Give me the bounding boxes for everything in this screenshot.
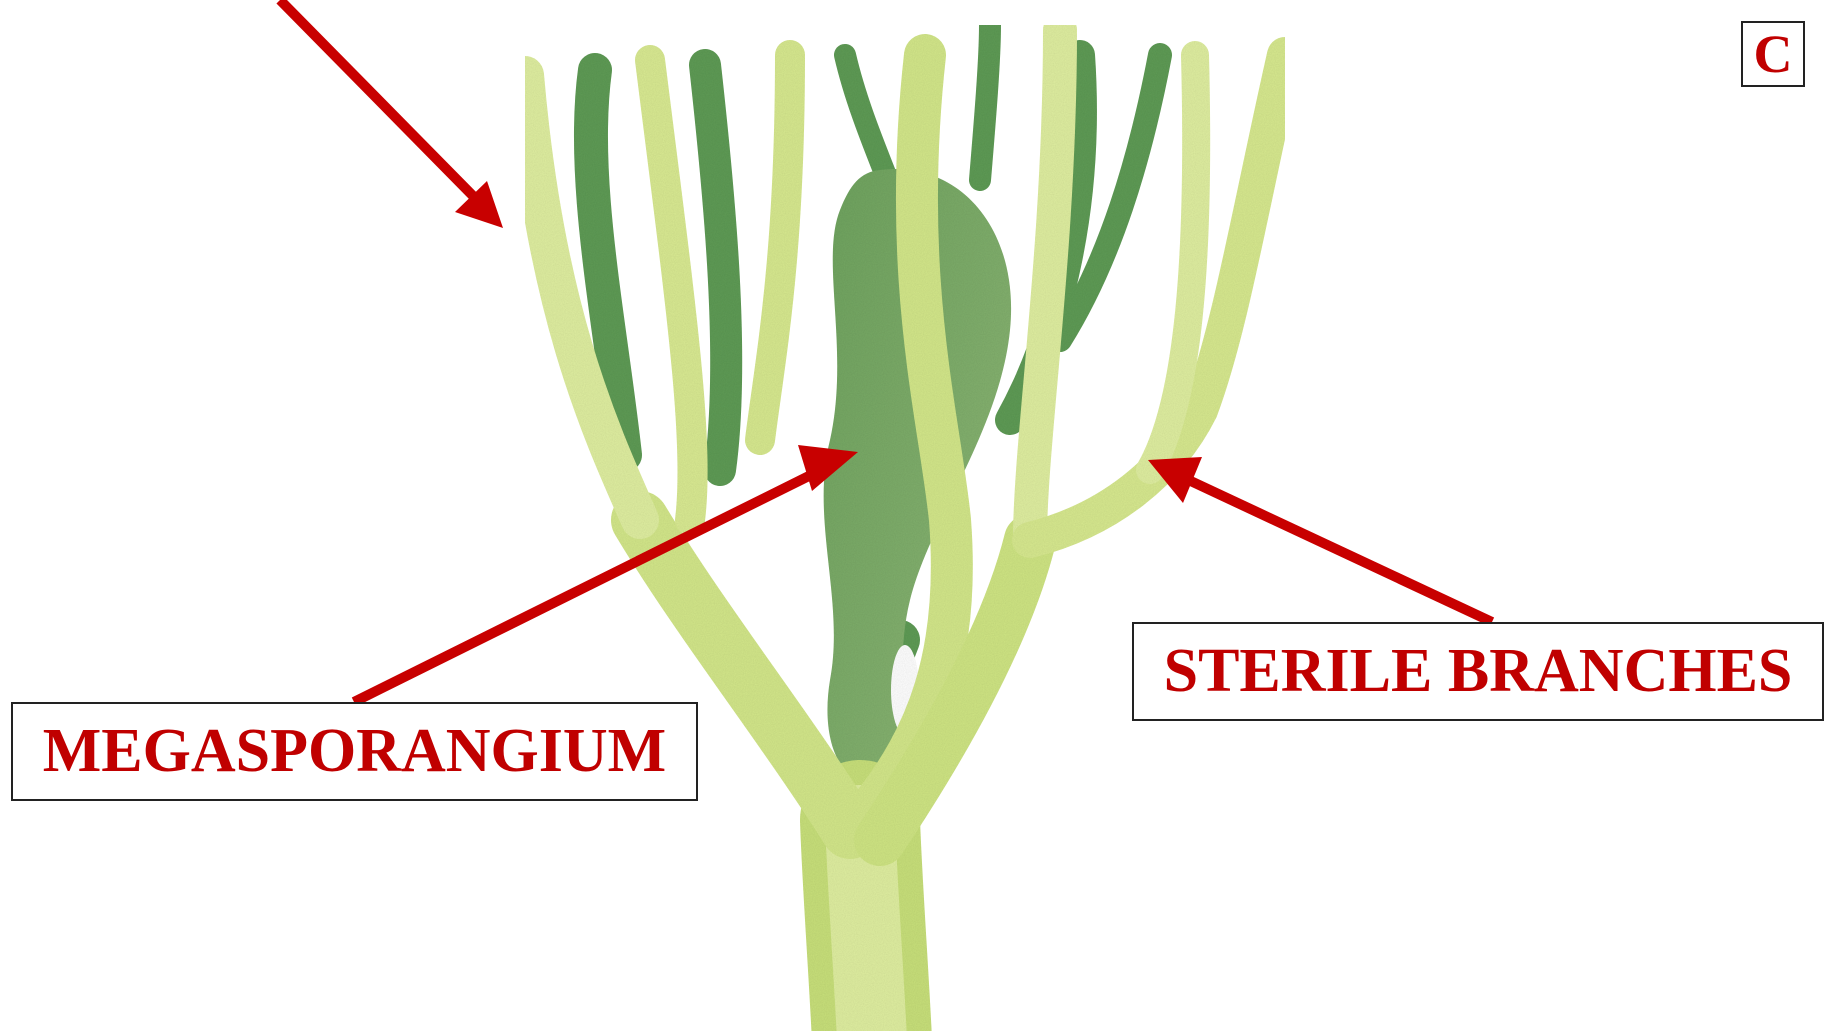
panel-letter: C — [1741, 21, 1805, 87]
fertile-branch — [980, 25, 990, 180]
megasporangium-label: MEGASPORANGIUM — [11, 702, 698, 801]
sterile-branch — [1030, 30, 1060, 540]
sterile-branch — [650, 60, 693, 520]
sterile-branch — [760, 55, 790, 440]
arrow-icon — [1148, 457, 1492, 622]
arrow-icon — [280, 0, 503, 228]
fertile-branch — [705, 65, 726, 470]
sterile-branches-label: STERILE BRANCHES — [1132, 622, 1824, 721]
